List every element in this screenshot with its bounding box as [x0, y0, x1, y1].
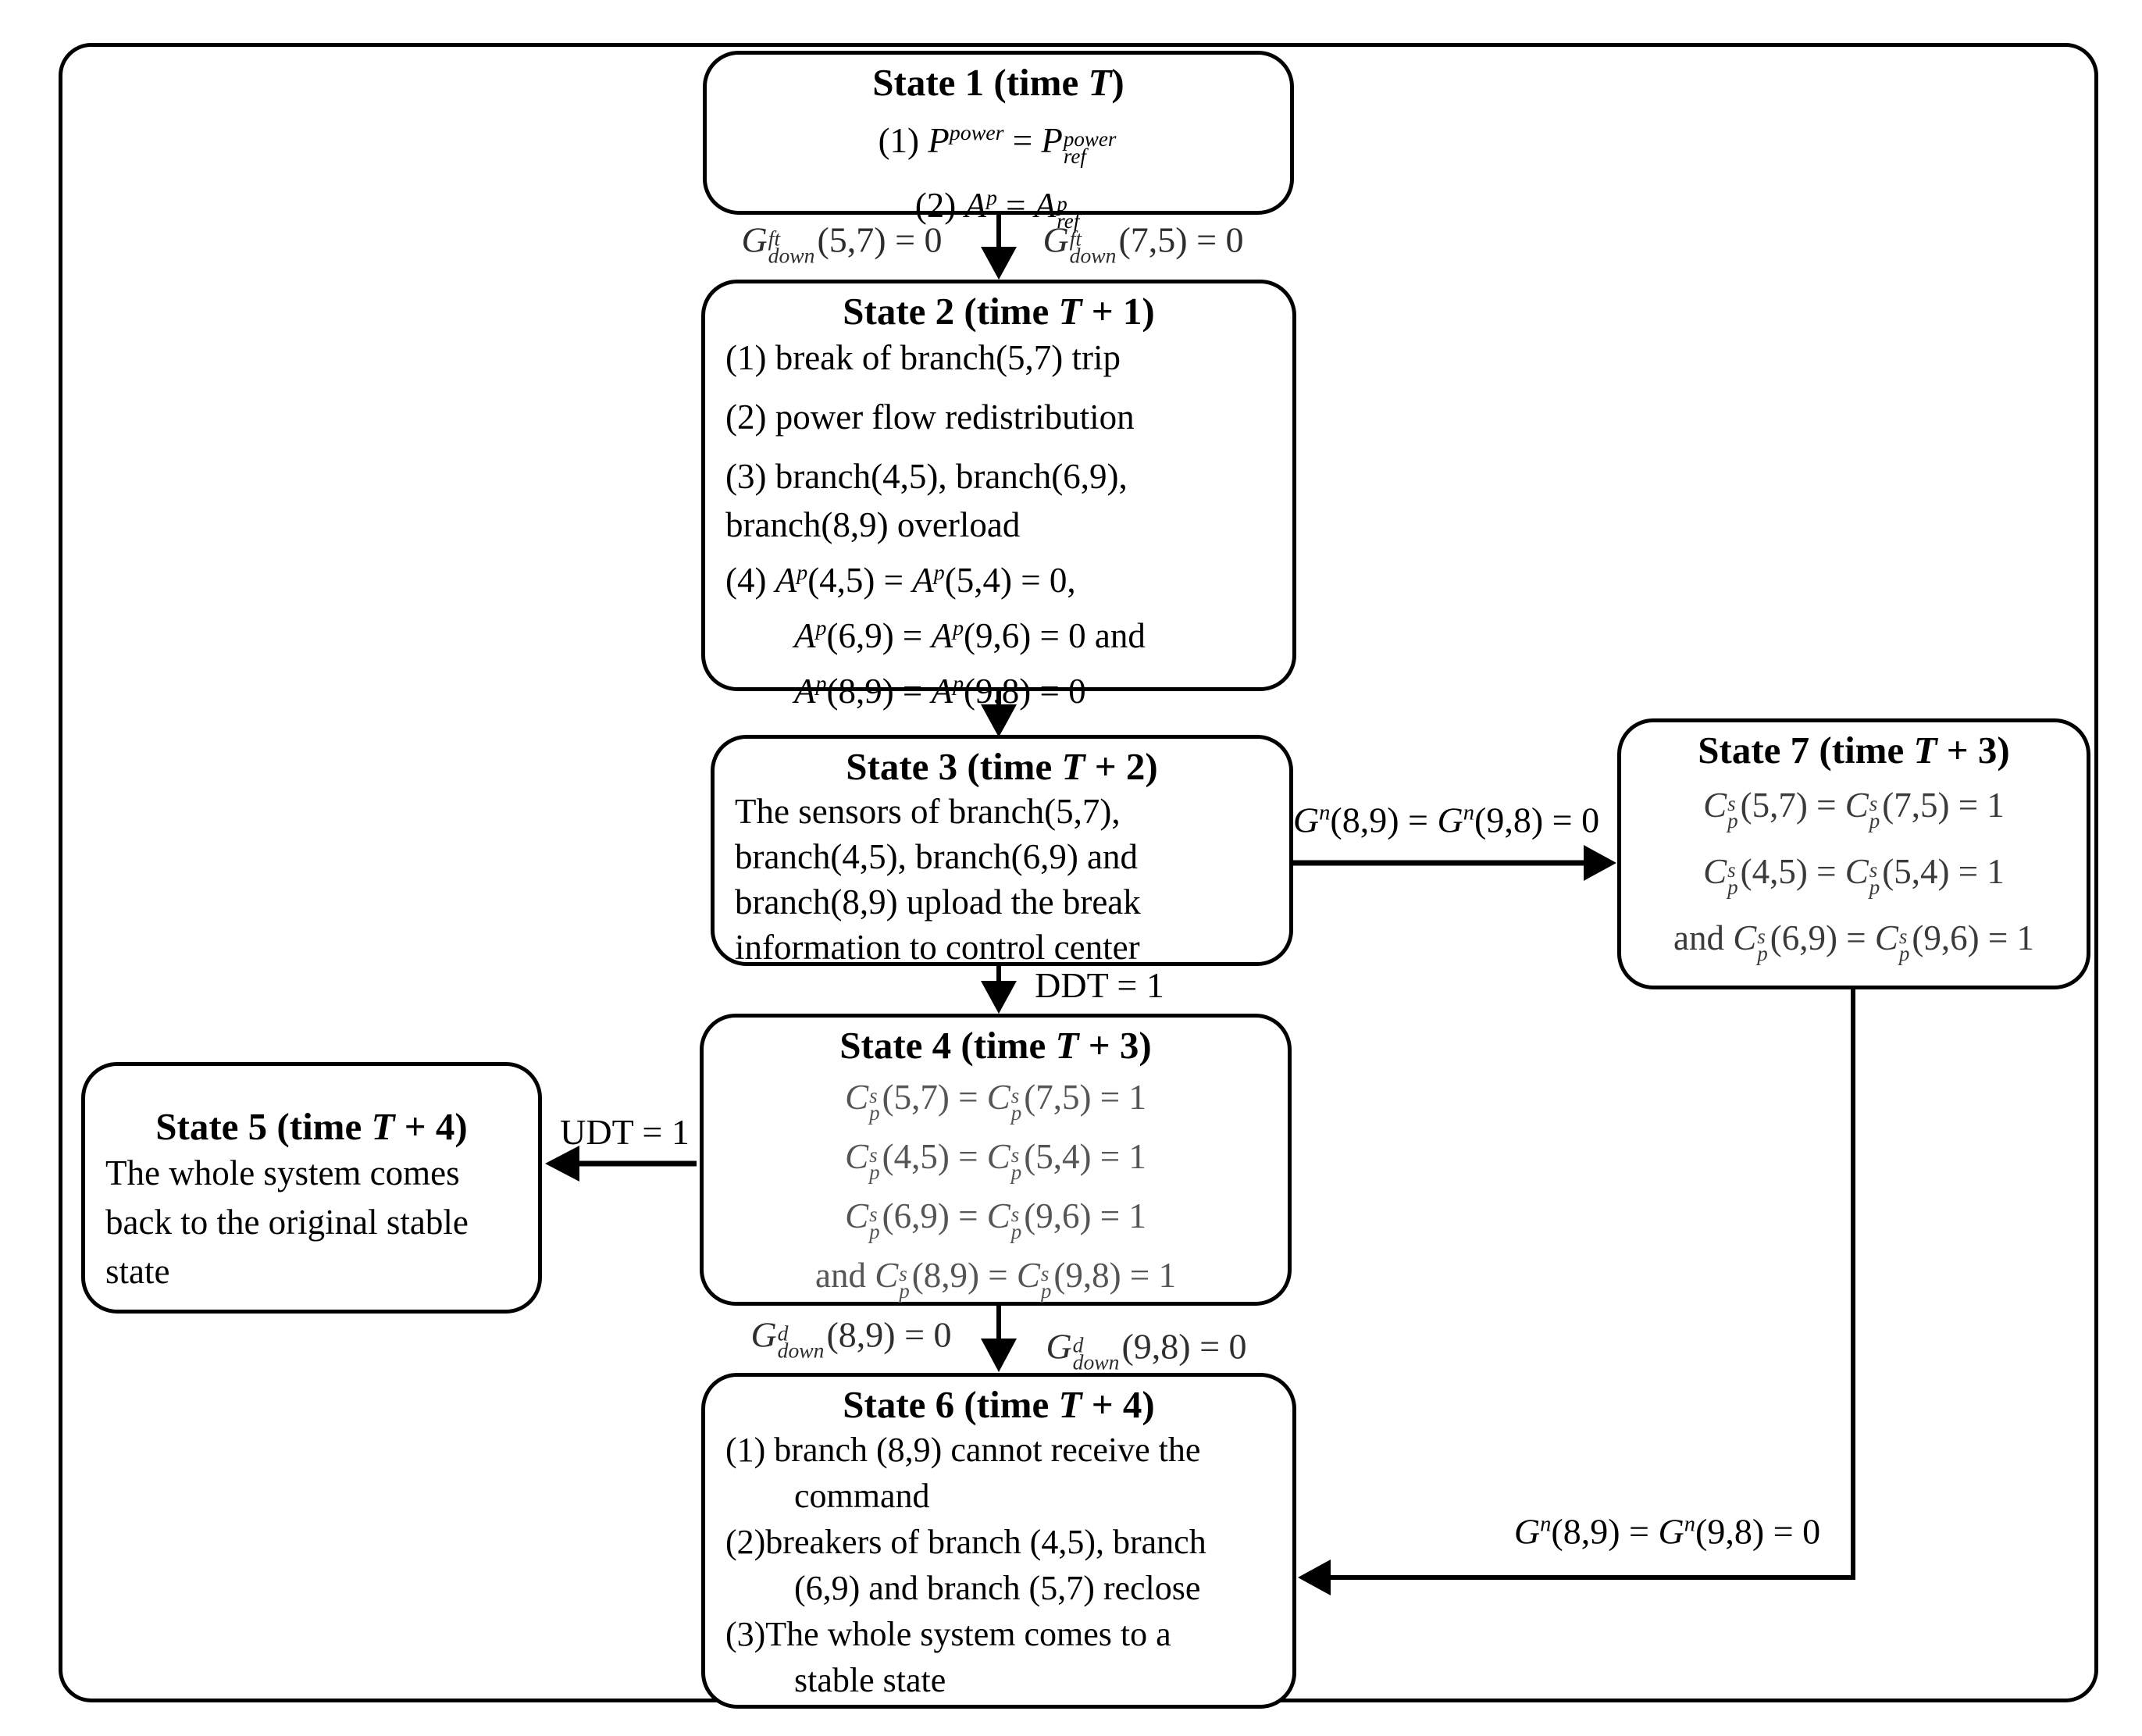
state-5-line: state [105, 1252, 170, 1291]
state-6-title: State 6 (time T + 4) [843, 1383, 1155, 1426]
state-3-box: State 3 (time T + 2) The sensors of bran… [711, 735, 1293, 967]
state-3-title: State 3 (time T + 2) [846, 745, 1158, 788]
state-2-line: Ap(8,9) = Ap(9,8) = 0 [794, 672, 1086, 711]
state-3-line: information to control center [735, 928, 1140, 967]
state-6-box: State 6 (time T + 4) (1) branch (8,9) ca… [701, 1373, 1296, 1709]
arrow-state2-to-state3 [981, 690, 1017, 737]
state-2-line: (2) power flow redistribution [725, 397, 1135, 437]
state-2-line: (1) break of branch(5,7) trip [725, 338, 1121, 377]
state-2-box: State 2 (time T + 1) (1) break of branch… [701, 280, 1296, 711]
state-7-title: State 7 (time T + 3) [1698, 729, 2010, 772]
state-5-line: back to the original stable [105, 1203, 469, 1242]
transition-label-s3-s7: Gn(8,9) = Gn(9,8) = 0 [1292, 800, 1600, 840]
transition-label-udt: UDT = 1 [560, 1112, 690, 1152]
arrow-state4-to-state6 [981, 1306, 1017, 1372]
state-6-line: (3)The whole system comes to a [725, 1615, 1171, 1653]
state-2-line: Ap(6,9) = Ap(9,6) = 0 and [794, 616, 1146, 655]
state-6-line: (2)breakers of branch (4,5), branch [725, 1523, 1206, 1561]
arrow-state4-to-state5 [545, 1146, 697, 1182]
state-3-line: branch(8,9) upload the break [735, 882, 1141, 921]
transition-label-s7-s6: Gn(8,9) = Gn(9,8) = 0 [1513, 1511, 1821, 1552]
state-5-title: State 5 (time T + 4) [155, 1105, 468, 1148]
state-6-line: command [794, 1477, 930, 1515]
state-2-title: State 2 (time T + 1) [843, 290, 1155, 333]
state-6-line: (1) branch (8,9) cannot receive the [725, 1431, 1201, 1469]
state-5-line: The whole system comes [105, 1153, 460, 1192]
state-5-box: State 5 (time T + 4) The whole system co… [81, 1062, 542, 1314]
arrow-state1-to-state2 [981, 213, 1017, 280]
state-2-line: branch(8,9) overload [725, 505, 1021, 544]
state-6-line: stable state [794, 1661, 946, 1699]
state-4-title: State 4 (time T + 3) [839, 1024, 1152, 1067]
state-6-line: (6,9) and branch (5,7) reclose [794, 1569, 1201, 1607]
arrow-state3-to-state7 [1293, 845, 1616, 881]
arrow-state7-to-state6 [1298, 989, 1855, 1595]
arrow-state3-to-state4 [981, 966, 1017, 1014]
state-1-title: State 1 (time T) [872, 61, 1124, 104]
transition-label-ddt: DDT = 1 [1035, 965, 1164, 1005]
state-3-line: branch(4,5), branch(6,9) and [735, 837, 1139, 876]
state-2-line: (4) Ap(4,5) = Ap(5,4) = 0, [725, 561, 1076, 600]
state-2-line: (3) branch(4,5), branch(6,9), [725, 457, 1128, 496]
state-3-line: The sensors of branch(5,7), [735, 792, 1121, 831]
